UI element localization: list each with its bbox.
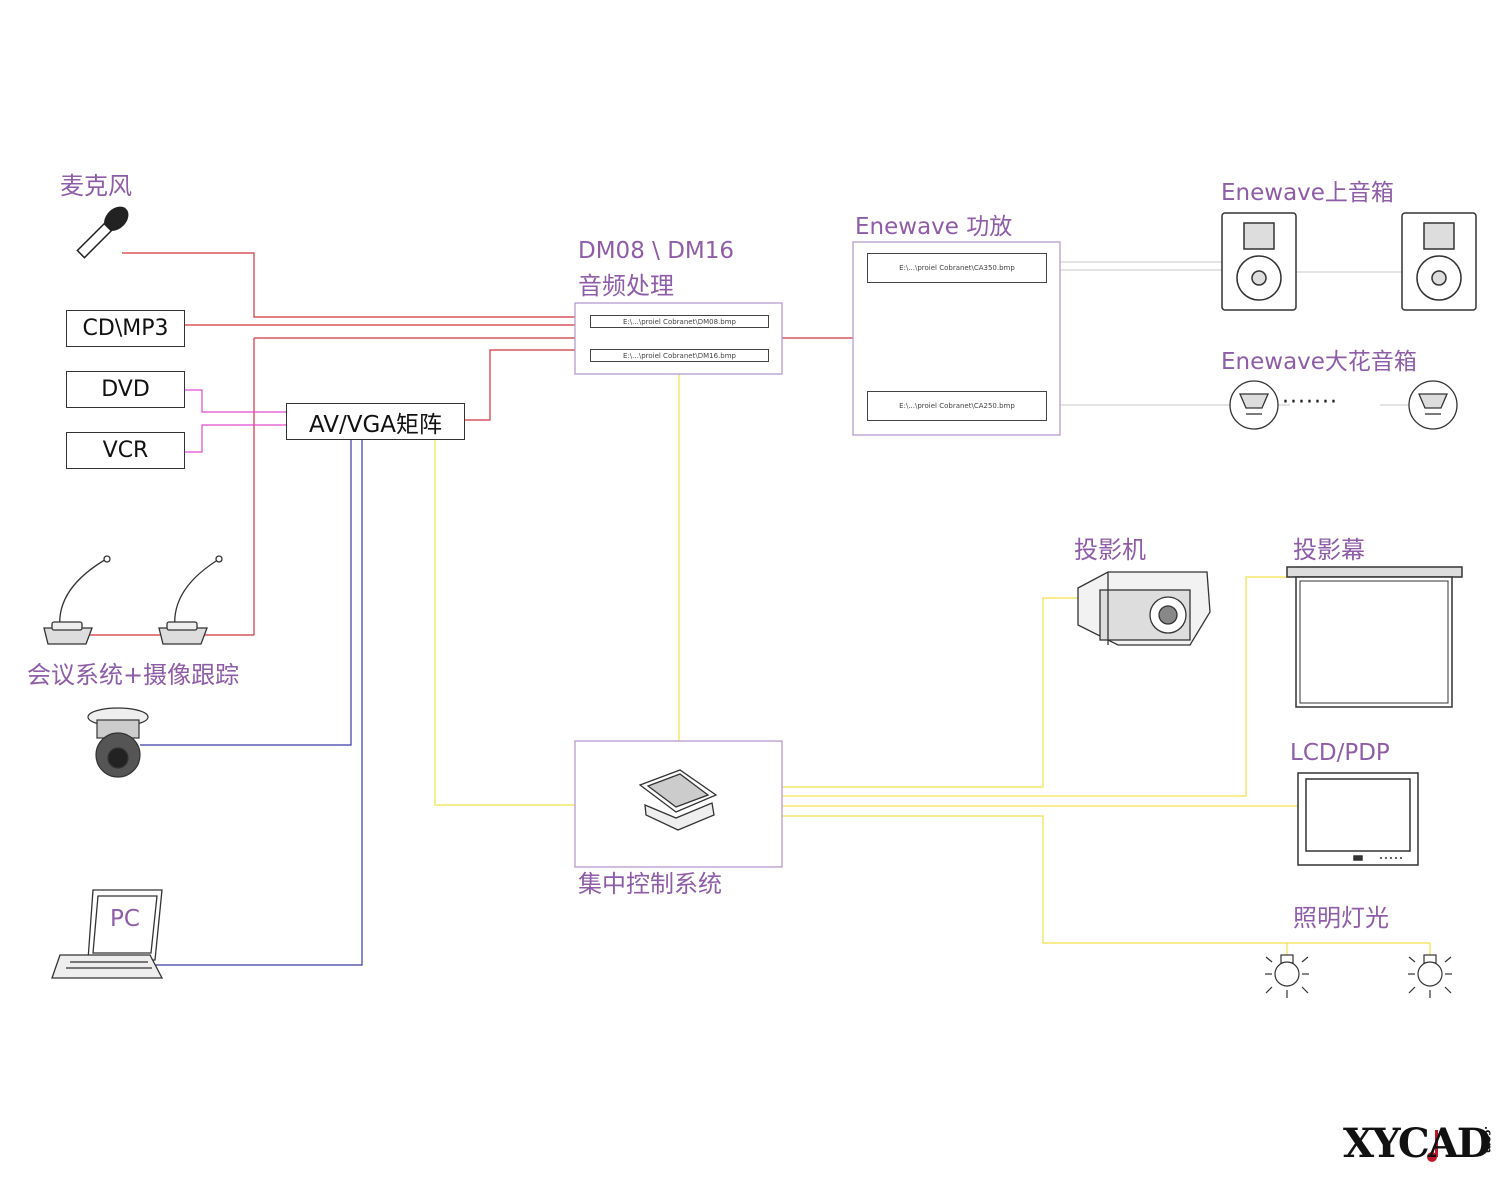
speaker-icon (1401, 212, 1477, 311)
screen-label: 投影幕 (1293, 536, 1365, 564)
pc-label: PC (110, 906, 140, 932)
speaker-ceiling-label: Enewave大花音箱 (1221, 349, 1417, 375)
touch-panel-icon (638, 769, 718, 831)
dm-unit-1: E:\...\proiel Cobranet\DM08.bmp (590, 315, 769, 328)
music-note-icon (1427, 1130, 1438, 1162)
speaker-top-label: Enewave上音箱 (1221, 180, 1394, 206)
conference-label: 会议系统+摄像跟踪 (27, 661, 240, 689)
amplifier-label: Enewave 功放 (855, 214, 1013, 240)
light-bulb-icon (1265, 954, 1309, 998)
video-lines (185, 389, 286, 453)
ptz-camera-icon (87, 707, 149, 778)
amp-unit-2: E:\...\proiel Cobranet\CA250.bmp (867, 391, 1047, 421)
dm-processor-box (574, 302, 783, 375)
speaker-dots: ······· (1282, 390, 1338, 415)
dm-processor-label: DM08 \ DM16 (578, 238, 735, 264)
microphone-icon (76, 206, 129, 259)
speaker-lines (1060, 261, 1410, 406)
watermark-logo: XYCAD (1343, 1120, 1491, 1167)
conference-mic-icon (158, 555, 223, 645)
amp-unit-1: E:\...\proiel Cobranet\CA350.bmp (867, 253, 1047, 283)
speaker-icon (1221, 212, 1297, 311)
laptop-icon (51, 889, 164, 979)
lcd-label: LCD/PDP (1290, 740, 1390, 766)
lcd-monitor-icon (1297, 772, 1419, 866)
projector-label: 投影机 (1074, 536, 1146, 564)
dm-processor-sublabel: 音频处理 (578, 272, 674, 300)
control-system-label: 集中控制系统 (578, 870, 722, 898)
dm-unit-2: E:\...\proiel Cobranet\DM16.bmp (590, 349, 769, 362)
cdmp3-source: CD\MP3 (66, 310, 185, 347)
microphone-label: 麦克风 (60, 172, 132, 200)
amplifier-box (852, 241, 1061, 436)
ceiling-speaker-icon (1408, 380, 1458, 430)
projector-icon (1077, 571, 1211, 646)
dvd-source: DVD (66, 371, 185, 408)
watermark-suffix: .com (1482, 1126, 1493, 1154)
control-system-box (574, 740, 783, 868)
av-vga-matrix: AV/VGA矩阵 (286, 403, 465, 440)
light-bulb-icon (1408, 954, 1452, 998)
projection-screen-icon (1286, 566, 1463, 708)
vcr-source: VCR (66, 432, 185, 469)
ceiling-speaker-icon (1229, 380, 1279, 430)
lighting-label: 照明灯光 (1293, 904, 1389, 932)
control-lines (434, 374, 1431, 955)
conference-mic-icon (43, 555, 111, 645)
vga-lines (140, 440, 363, 966)
